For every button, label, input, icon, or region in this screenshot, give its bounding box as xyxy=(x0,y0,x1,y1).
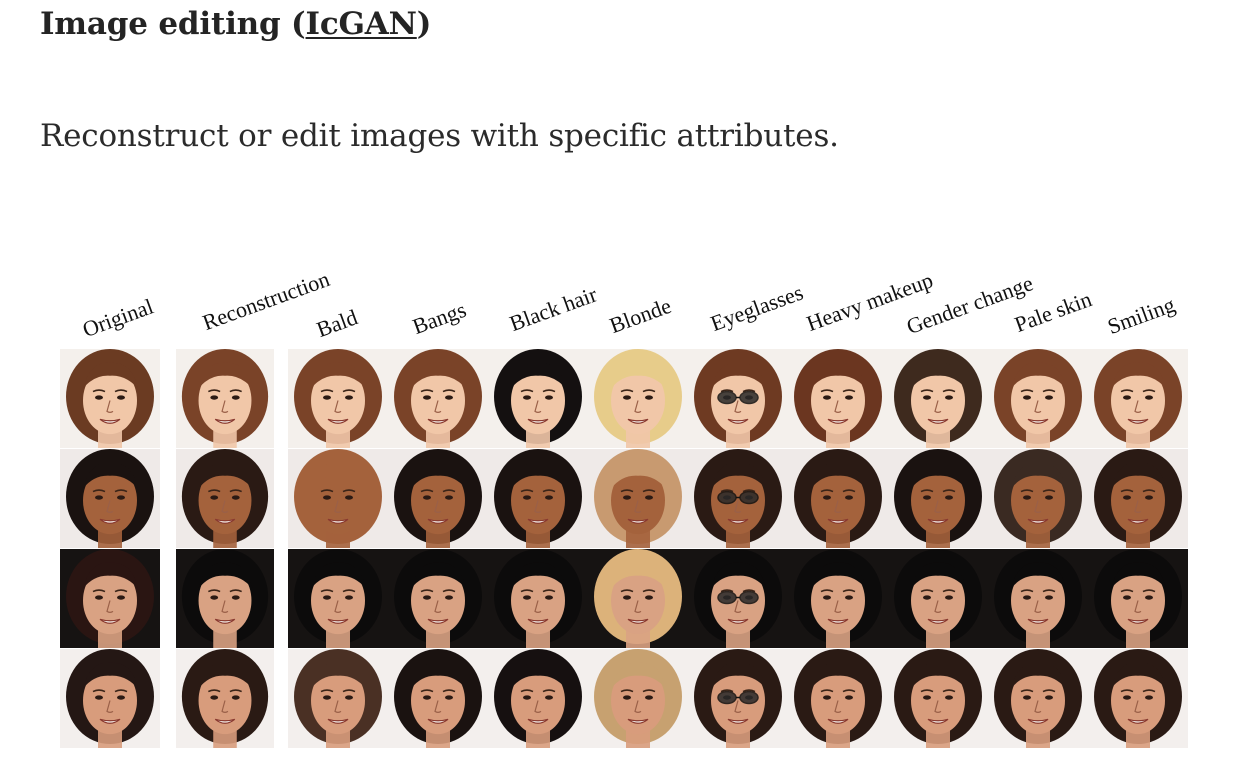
icgan-link[interactable]: IcGAN xyxy=(305,6,417,42)
face-image-man-short-hair-eyeglasses xyxy=(688,649,788,748)
face-image-woman-brown-hair-reconstruction xyxy=(176,349,274,448)
face-image-man-dark-skin-reconstruction xyxy=(176,449,274,548)
face-image-man-short-hair-blonde xyxy=(588,649,688,748)
face-image-man-short-hair-black-hair xyxy=(488,649,588,748)
column-label-original: Original xyxy=(79,293,157,343)
section-description: Reconstruct or edit images with specific… xyxy=(40,118,839,154)
face-image-woman-brown-hair-blonde xyxy=(588,349,688,448)
face-image-woman-dark-hair-blonde xyxy=(588,549,688,648)
face-image-man-dark-skin-original xyxy=(60,449,160,548)
column-label-black-hair: Black hair xyxy=(506,281,601,337)
column-label-bald: Bald xyxy=(313,304,361,343)
face-grid xyxy=(60,349,1188,748)
column-label-heavy-makeup: Heavy makeup xyxy=(803,267,937,337)
face-image-woman-dark-hair-eyeglasses xyxy=(688,549,788,648)
face-image-man-dark-skin-pale-skin xyxy=(988,449,1088,548)
heading-suffix: ) xyxy=(416,6,432,42)
column-label-reconstruction: Reconstruction xyxy=(199,266,333,336)
face-image-man-short-hair-bald xyxy=(288,649,388,748)
face-image-woman-brown-hair-bald xyxy=(288,349,388,448)
column-label-pale-skin: Pale skin xyxy=(1011,286,1095,338)
column-label-smiling: Smiling xyxy=(1104,291,1179,340)
face-image-man-dark-skin-gender-change xyxy=(888,449,988,548)
face-image-woman-dark-hair-pale-skin xyxy=(988,549,1088,648)
face-image-woman-dark-hair-bangs xyxy=(388,549,488,648)
face-image-woman-brown-hair-original xyxy=(60,349,160,448)
face-image-woman-dark-hair-original xyxy=(60,549,160,648)
face-image-man-dark-skin-smiling xyxy=(1088,449,1188,548)
face-image-man-short-hair-gender-change xyxy=(888,649,988,748)
face-image-man-dark-skin-eyeglasses xyxy=(688,449,788,548)
face-image-woman-dark-hair-smiling xyxy=(1088,549,1188,648)
face-image-man-dark-skin-heavy-makeup xyxy=(788,449,888,548)
heading-prefix: Image editing ( xyxy=(40,6,306,42)
face-image-woman-brown-hair-bangs xyxy=(388,349,488,448)
column-label-eyeglasses: Eyeglasses xyxy=(707,279,807,337)
face-image-woman-dark-hair-black-hair xyxy=(488,549,588,648)
face-image-woman-brown-hair-smiling xyxy=(1088,349,1188,448)
face-image-man-short-hair-original xyxy=(60,649,160,748)
face-image-woman-dark-hair-gender-change xyxy=(888,549,988,648)
face-image-man-dark-skin-black-hair xyxy=(488,449,588,548)
face-image-woman-dark-hair-bald xyxy=(288,549,388,648)
face-image-man-dark-skin-blonde xyxy=(588,449,688,548)
face-image-woman-brown-hair-gender-change xyxy=(888,349,988,448)
face-image-man-short-hair-pale-skin xyxy=(988,649,1088,748)
face-image-man-short-hair-bangs xyxy=(388,649,488,748)
column-label-gender-change: Gender change xyxy=(903,270,1037,340)
face-image-woman-dark-hair-heavy-makeup xyxy=(788,549,888,648)
face-image-man-dark-skin-bald xyxy=(288,449,388,548)
column-label-blonde: Blonde xyxy=(606,292,675,339)
face-image-man-dark-skin-bangs xyxy=(388,449,488,548)
face-image-man-short-hair-reconstruction xyxy=(176,649,274,748)
face-image-woman-dark-hair-reconstruction xyxy=(176,549,274,648)
face-image-woman-brown-hair-black-hair xyxy=(488,349,588,448)
face-image-woman-brown-hair-pale-skin xyxy=(988,349,1088,448)
column-label-bangs: Bangs xyxy=(409,296,470,340)
face-image-man-short-hair-heavy-makeup xyxy=(788,649,888,748)
section-heading: Image editing (IcGAN) xyxy=(40,6,431,42)
face-image-woman-brown-hair-eyeglasses xyxy=(688,349,788,448)
face-image-man-short-hair-smiling xyxy=(1088,649,1188,748)
face-image-woman-brown-hair-heavy-makeup xyxy=(788,349,888,448)
